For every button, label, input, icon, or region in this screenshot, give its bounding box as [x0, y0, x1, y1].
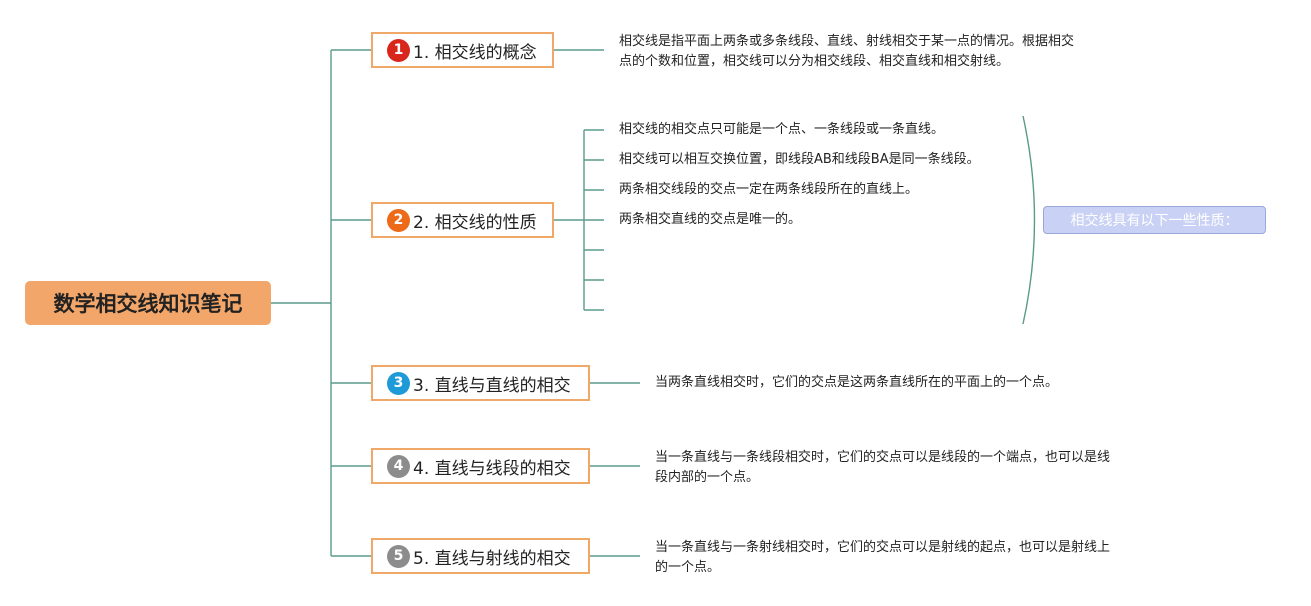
- root-title: 数学相交线知识笔记: [53, 292, 243, 316]
- text-line: 段内部的一个点。: [655, 470, 760, 485]
- line-ray-text[interactable]: 当一条直线与一条射线相交时，它们的交点可以是射线的起点，也可以是射线上 的一个点…: [655, 538, 1175, 578]
- text-line: 当一条直线与一条射线相交时，它们的交点可以是射线的起点，也可以是射线上: [655, 540, 1111, 555]
- number-badge-2: 2: [387, 208, 410, 232]
- text-line: 点的个数和位置，相交线可以分为相交线段、相交直线和相交射线。: [619, 54, 1010, 69]
- text-line: 当一条直线与一条线段相交时，它们的交点可以是线段的一个端点，也可以是线: [655, 450, 1111, 465]
- branch-label: 2. 相交线的性质: [413, 212, 537, 233]
- property-item-3[interactable]: 两条相交线段的交点一定在两条线段所在的直线上。: [619, 182, 919, 197]
- branch-label: 1. 相交线的概念: [413, 42, 537, 63]
- branch-line-ray[interactable]: 5 5. 直线与射线的相交: [371, 538, 590, 574]
- property-item-2[interactable]: 相交线可以相互交换位置，即线段AB和线段BA是同一条线段。: [619, 152, 980, 167]
- text-line: 的一个点。: [655, 560, 721, 575]
- branch-concept[interactable]: 1 1. 相交线的概念: [371, 32, 554, 68]
- branch-label: 3. 直线与直线的相交: [413, 375, 571, 396]
- number-badge-4: 4: [387, 454, 410, 478]
- branch-properties[interactable]: 2 2. 相交线的性质: [371, 202, 554, 238]
- number-badge-1: 1: [387, 38, 410, 62]
- property-item-4[interactable]: 两条相交直线的交点是唯一的。: [619, 212, 802, 227]
- number-badge-3: 3: [387, 371, 410, 395]
- summary-label: 相交线具有以下一些性质：: [1070, 213, 1239, 229]
- summary-bracket: [1022, 115, 1036, 325]
- line-line-text[interactable]: 当两条直线相交时，它们的交点是这两条直线所在的平面上的一个点。: [655, 373, 1058, 393]
- concept-text[interactable]: 相交线是指平面上两条或多条线段、直线、射线相交于某一点的情况。根据相交 点的个数…: [619, 32, 1139, 72]
- branch-label: 4. 直线与线段的相交: [413, 458, 571, 479]
- text-line: 相交线是指平面上两条或多条线段、直线、射线相交于某一点的情况。根据相交: [619, 34, 1075, 49]
- number-badge-5: 5: [387, 544, 410, 568]
- property-item-1[interactable]: 相交线的相交点只可能是一个点、一条线段或一条直线。: [619, 122, 945, 137]
- branch-line-segment[interactable]: 4 4. 直线与线段的相交: [371, 448, 590, 484]
- properties-summary[interactable]: 相交线具有以下一些性质：: [1043, 206, 1266, 234]
- branch-line-line[interactable]: 3 3. 直线与直线的相交: [371, 365, 590, 401]
- branch-label: 5. 直线与射线的相交: [413, 548, 571, 569]
- root-topic[interactable]: 数学相交线知识笔记: [25, 281, 271, 325]
- line-segment-text[interactable]: 当一条直线与一条线段相交时，它们的交点可以是线段的一个端点，也可以是线 段内部的…: [655, 448, 1175, 488]
- text-line: 当两条直线相交时，它们的交点是这两条直线所在的平面上的一个点。: [655, 375, 1059, 390]
